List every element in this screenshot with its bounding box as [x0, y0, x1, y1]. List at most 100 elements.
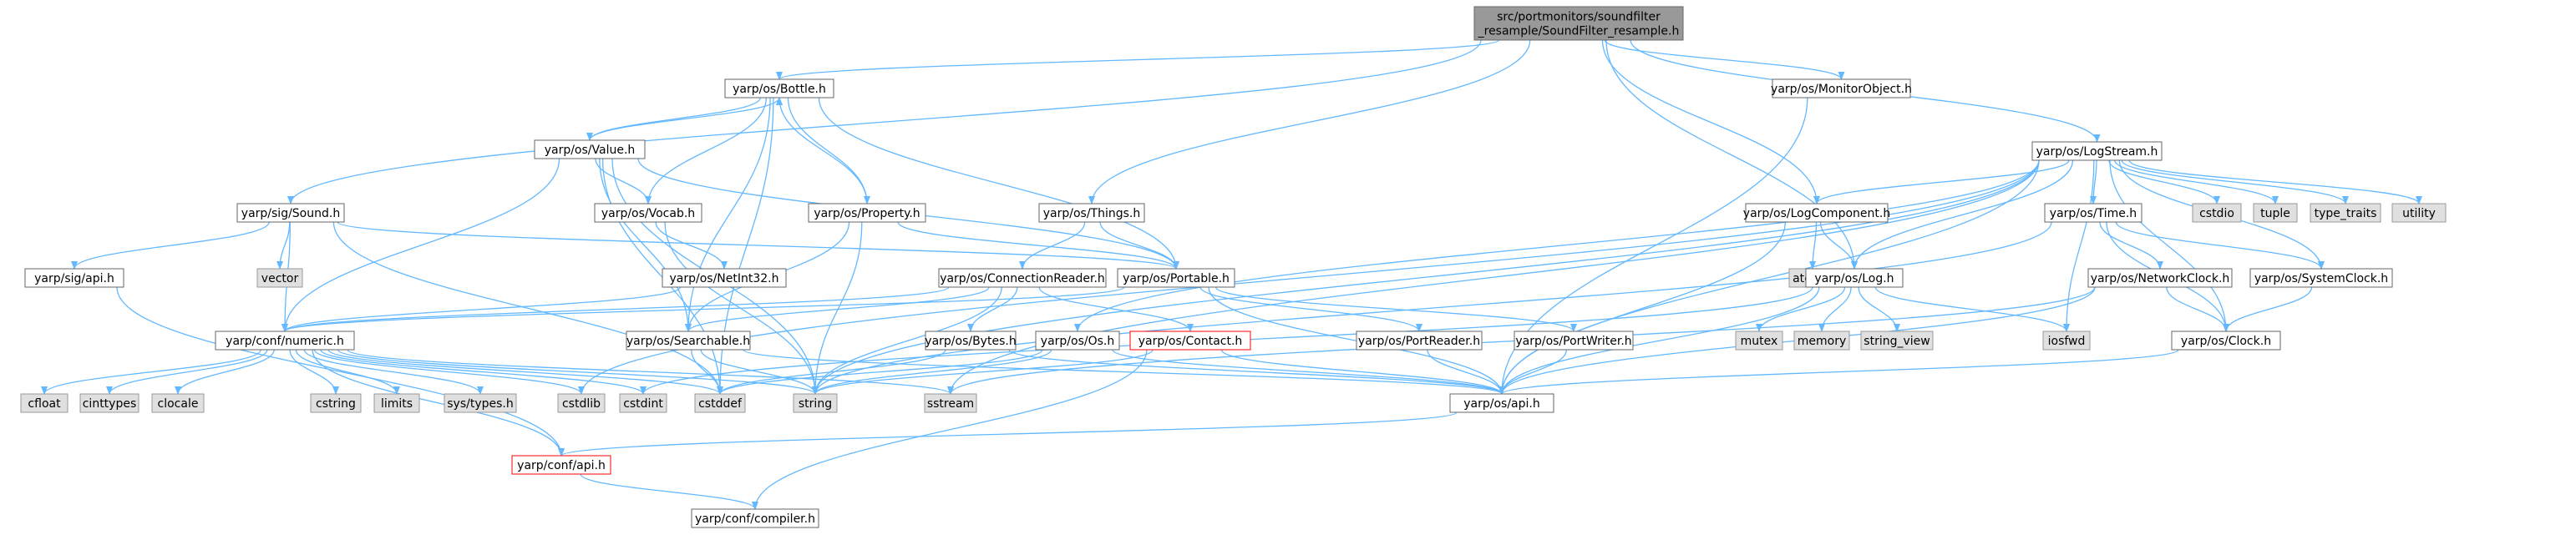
- node-sound[interactable]: yarp/sig/Sound.h: [236, 203, 345, 223]
- node-box: [1473, 6, 1684, 41]
- node-box: [925, 331, 1017, 351]
- node-label: cstddef: [698, 397, 743, 411]
- edge-root-to-log: [1605, 39, 1858, 270]
- node-label: yarp/os/Property.h: [814, 207, 920, 220]
- node-label: yarp/os/LogStream.h: [2036, 145, 2158, 159]
- node-confapi[interactable]: yarp/conf/api.h: [511, 455, 611, 475]
- edge-logstream-to-logcomponent: [1813, 159, 2070, 204]
- node-cstddef: cstddef: [694, 393, 746, 413]
- node-portable[interactable]: yarp/os/Portable.h: [1117, 268, 1235, 288]
- edge-logstream-to-clock: [2109, 159, 2229, 332]
- node-label: cstdlib: [562, 397, 601, 411]
- node-systemclock[interactable]: yarp/os/SystemClock.h: [2249, 268, 2393, 288]
- edge-property-to-bottle: [776, 97, 868, 204]
- node-contact[interactable]: yarp/os/Contact.h: [1129, 331, 1251, 351]
- node-compiler[interactable]: yarp/conf/compiler.h: [691, 508, 819, 528]
- node-box: [2042, 331, 2091, 351]
- node-box: [808, 203, 926, 223]
- edge-portwriter-to-osapi: [1498, 349, 1568, 395]
- nodes-layer: src/portmonitors/soundfilter_resample/So…: [20, 6, 2447, 528]
- node-box: [1038, 203, 1145, 223]
- node-value[interactable]: yarp/os/Value.h: [534, 139, 646, 159]
- node-label: yarp/os/PortWriter.h: [1515, 335, 1631, 348]
- node-box: [938, 268, 1107, 288]
- node-osos[interactable]: yarp/os/Os.h: [1035, 331, 1120, 351]
- edge-numeric-to-cfloat: [41, 349, 261, 395]
- edge-logstream-to-time: [2090, 159, 2097, 204]
- node-networkclock[interactable]: yarp/os/NetworkClock.h: [2087, 268, 2233, 288]
- node-things[interactable]: yarp/os/Things.h: [1038, 203, 1145, 223]
- edge-numeric-to-cinttypes: [106, 349, 268, 395]
- node-label: yarp/os/Clock.h: [2181, 335, 2271, 348]
- node-portwriter[interactable]: yarp/os/PortWriter.h: [1514, 331, 1634, 351]
- node-bytes[interactable]: yarp/os/Bytes.h: [925, 331, 1017, 351]
- edge-logstream-to-osapi: [1498, 159, 2040, 395]
- node-label: yarp/os/Time.h: [2050, 207, 2137, 220]
- node-box: [1117, 268, 1235, 288]
- edge-osos-to-string: [812, 349, 1052, 395]
- node-label: yarp/os/LogComponent.h: [1743, 207, 1890, 220]
- node-vocab[interactable]: yarp/os/Vocab.h: [594, 203, 702, 223]
- node-iosfwd: iosfwd: [2042, 331, 2091, 351]
- node-label: mutex: [1741, 335, 1778, 348]
- edge-log-to-iosfwd: [1874, 286, 2070, 332]
- node-log[interactable]: yarp/os/Log.h: [1805, 268, 1904, 288]
- edge-logstream-to-osos: [1074, 159, 2040, 332]
- node-bottle[interactable]: yarp/os/Bottle.h: [724, 78, 834, 98]
- edge-logstream-to-utility: [2128, 159, 2422, 204]
- node-searchable[interactable]: yarp/os/Searchable.h: [626, 331, 751, 351]
- edge-connectionreader-to-searchable: [685, 286, 990, 332]
- node-clock[interactable]: yarp/os/Clock.h: [2171, 331, 2281, 351]
- node-box: [79, 393, 139, 413]
- edge-numeric-to-cstdlib: [313, 349, 585, 395]
- node-label: yarp/os/NetInt32.h: [669, 272, 778, 285]
- node-label: cfloat: [28, 397, 61, 411]
- node-numeric[interactable]: yarp/conf/numeric.h: [215, 331, 355, 351]
- node-label: yarp/os/PortReader.h: [1358, 335, 1480, 348]
- node-box: [1129, 331, 1251, 351]
- edge-things-to-portable: [1099, 221, 1179, 270]
- node-portreader[interactable]: yarp/os/PortReader.h: [1356, 331, 1483, 351]
- node-monitorobject[interactable]: yarp/os/MonitorObject.h: [1771, 78, 1912, 98]
- node-label: yarp/os/SystemClock.h: [2254, 272, 2388, 285]
- node-label: yarp/os/Contact.h: [1138, 335, 1243, 348]
- node-label: yarp/os/Value.h: [545, 144, 636, 157]
- edge-sound-to-sigapi: [71, 221, 270, 270]
- node-label: src/portmonitors/soundfilter: [1497, 11, 1661, 24]
- edge-time-to-systemclock: [2115, 221, 2325, 270]
- node-box: [444, 393, 517, 413]
- edge-searchable-to-string: [700, 349, 819, 395]
- edge-osos-to-osapi: [1112, 349, 1505, 395]
- node-time[interactable]: yarp/os/Time.h: [2044, 203, 2142, 223]
- edge-numeric-to-cstdint: [320, 349, 647, 395]
- edge-portable-to-osapi: [1208, 286, 1505, 395]
- node-osapi[interactable]: yarp/os/api.h: [1449, 393, 1554, 413]
- edge-numeric-to-limits: [295, 349, 400, 395]
- edges-layer: [41, 39, 2422, 510]
- node-utility: utility: [2391, 203, 2447, 223]
- edge-things-to-connectionreader: [1019, 221, 1086, 270]
- node-box: [310, 393, 362, 413]
- edge-time-to-string: [812, 221, 2052, 395]
- node-label: yarp/sig/Sound.h: [241, 207, 340, 220]
- node-property[interactable]: yarp/os/Property.h: [808, 203, 926, 223]
- node-root[interactable]: src/portmonitors/soundfilter_resample/So…: [1473, 6, 1684, 41]
- node-label: yarp/os/NetworkClock.h: [2091, 272, 2230, 285]
- edge-portable-to-numeric: [281, 286, 1125, 332]
- node-box: [1793, 331, 1850, 351]
- node-box: [924, 393, 977, 413]
- node-netint32[interactable]: yarp/os/NetInt32.h: [662, 268, 787, 288]
- node-logstream[interactable]: yarp/os/LogStream.h: [2031, 141, 2163, 161]
- node-logcomponent[interactable]: yarp/os/LogComponent.h: [1743, 203, 1890, 223]
- edge-contact-to-string: [812, 349, 1154, 395]
- edge-logcomponent-to-atomic: [1809, 221, 1818, 270]
- node-box: [1805, 268, 1904, 288]
- edge-connectionreader-to-contact: [1038, 286, 1194, 332]
- node-box: [236, 203, 345, 223]
- node-label: string: [799, 397, 832, 411]
- node-sigapi[interactable]: yarp/sig/api.h: [24, 268, 124, 288]
- edge-time-to-networkclock: [2099, 221, 2163, 270]
- node-connectionreader[interactable]: yarp/os/ConnectionReader.h: [938, 268, 1107, 288]
- node-clocale: clocale: [151, 393, 205, 413]
- edge-bottle-to-portable: [818, 97, 1179, 270]
